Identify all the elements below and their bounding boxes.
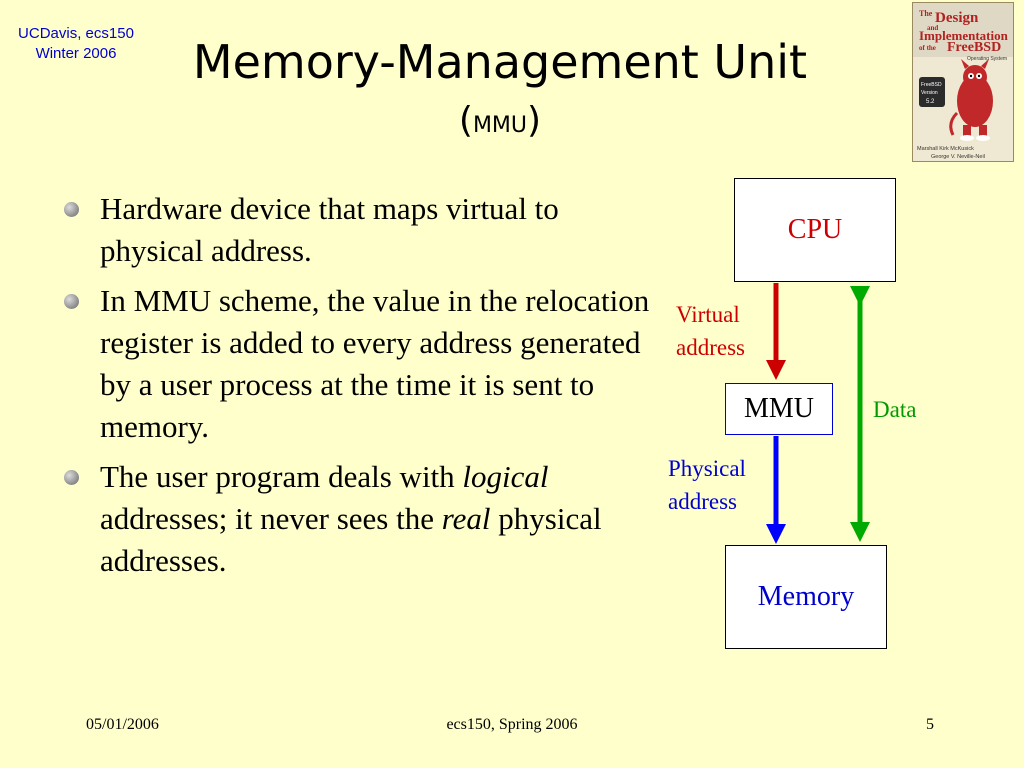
course-label-line2: Winter 2006 [35, 45, 117, 62]
cpu-box: CPU [734, 178, 896, 282]
physical-label-line1: Physical [668, 456, 746, 481]
bullet-dot-icon [64, 202, 79, 217]
bullet-emphasis-real: real [441, 501, 491, 536]
book-line-the: The [919, 9, 933, 18]
virtual-label-line1: Virtual [676, 302, 740, 327]
daemon-mascot-icon [949, 59, 993, 141]
footer-course: ecs150, Spring 2006 [446, 716, 578, 733]
book-line-os: Operating System [967, 56, 1007, 62]
badge-line2: Version [921, 90, 938, 96]
bullet-text: Hardware device that maps virtual to phy… [100, 191, 559, 268]
memory-box: Memory [725, 545, 887, 649]
slide-subtitle: (MMU) [140, 100, 860, 141]
physical-label-line2: address [668, 489, 737, 514]
book-line-freebsd: FreeBSD [947, 40, 1001, 55]
book-author2: George V. Neville-Neil [931, 154, 985, 160]
data-label: Data [873, 397, 917, 422]
virtual-label-line2: address [676, 335, 745, 360]
bullet-item: The user program deals with logical addr… [62, 456, 652, 582]
footer-page-number: 5 [926, 716, 934, 733]
subtitle-open-paren: ( [458, 100, 473, 141]
bullet-text-before: The user program deals with [100, 459, 463, 494]
virtual-address-label: Virtual address [676, 298, 745, 364]
book-cover-image: The Design and Implementation of the Fre… [912, 2, 1014, 162]
bullet-text-middle: addresses; it never sees the [100, 501, 442, 536]
subtitle-abbr: MMU [472, 113, 528, 138]
book-line-of-the: of the [919, 44, 936, 52]
bullet-list: Hardware device that maps virtual to phy… [62, 188, 652, 590]
book-line-design: Design [935, 10, 979, 26]
slide-title: Memory-Management Unit [192, 35, 808, 89]
physical-address-label: Physical address [668, 452, 746, 518]
badge-line1: FreeBSD [921, 82, 942, 88]
bullet-dot-icon [64, 294, 79, 309]
bullet-dot-icon [64, 470, 79, 485]
book-cover-svg: The Design and Implementation of the Fre… [913, 3, 1013, 161]
book-line-and: and [927, 24, 938, 32]
version-badge: FreeBSD Version 5.2 [919, 77, 945, 107]
footer-date: 05/01/2006 [86, 716, 159, 733]
bullet-text-after: physical addresses. [100, 501, 602, 578]
bullet-item: Hardware device that maps virtual to phy… [62, 188, 652, 272]
bullet-emphasis-logical: logical [462, 459, 549, 494]
subtitle-close-paren: ) [527, 100, 542, 141]
badge-line3: 5.2 [926, 99, 935, 105]
course-label: UCDavis, ecs150 Winter 2006 [6, 24, 146, 64]
book-line-impl: Implementation [919, 28, 1009, 43]
book-author1: Marshall Kirk McKusick [917, 146, 974, 152]
course-label-line1: UCDavis, ecs150 [18, 25, 134, 42]
bullet-item: In MMU scheme, the value in the relocati… [62, 280, 652, 448]
bullet-text: In MMU scheme, the value in the relocati… [100, 283, 650, 444]
mmu-box: MMU [725, 383, 833, 435]
